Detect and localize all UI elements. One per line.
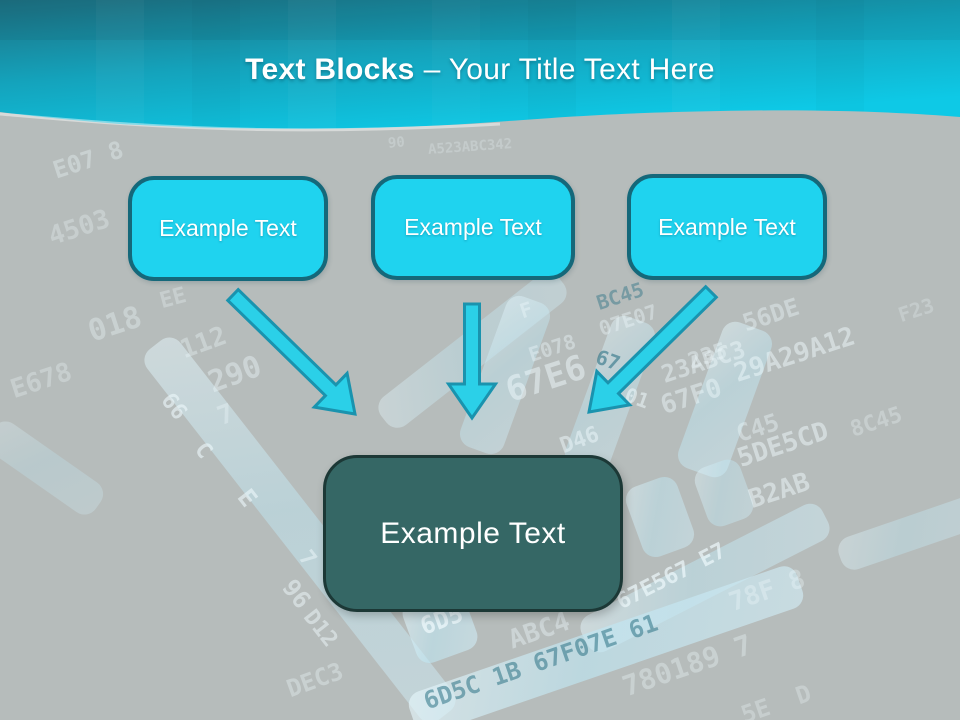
- center-text-block[interactable]: Example Text: [323, 455, 623, 612]
- text-block-2[interactable]: Example Text: [371, 175, 575, 280]
- header-wave: [0, 0, 960, 132]
- arrow-left: [225, 287, 357, 416]
- slide-title-rest: – Your Title Text Here: [423, 53, 715, 86]
- text-block-3-label: Example Text: [658, 213, 796, 240]
- header-band: Text Blocks– Your Title Text Here: [0, 0, 960, 140]
- arrow-right: [587, 284, 719, 414]
- slide-title: Text Blocks– Your Title Text Here: [0, 53, 960, 87]
- text-block-3[interactable]: Example Text: [627, 174, 827, 280]
- text-block-1[interactable]: Example Text: [128, 176, 328, 281]
- slide-title-emphasis: Text Blocks: [245, 53, 415, 86]
- arrow-middle: [445, 302, 499, 421]
- text-block-2-label: Example Text: [404, 214, 542, 240]
- text-block-1-label: Example Text: [159, 215, 297, 241]
- center-text-block-label: Example Text: [380, 516, 566, 550]
